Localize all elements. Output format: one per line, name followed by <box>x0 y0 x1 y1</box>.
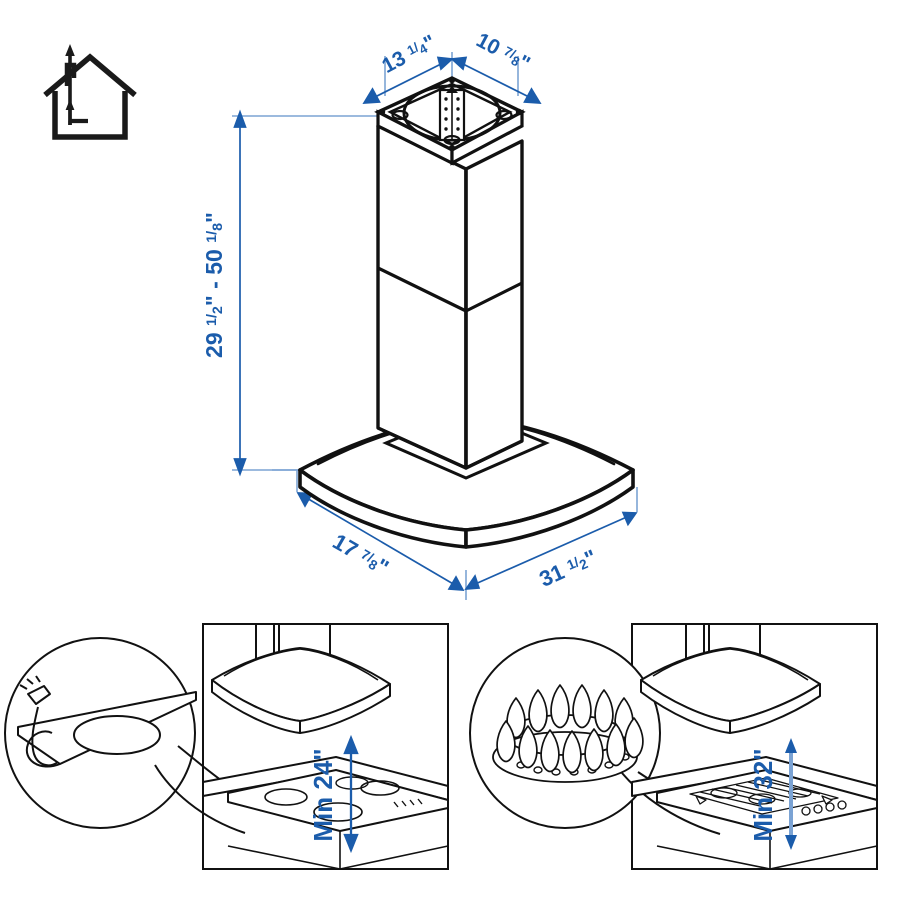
dimension-label-bottom-right: 31 1/2" <box>535 545 600 592</box>
clearance-arrow-electric <box>343 734 359 854</box>
house-with-chimney-duct-icon <box>43 44 137 140</box>
dimension-label-height-range: 29 1/2" - 50 1/8" <box>201 212 227 358</box>
hood-over-electric-cooktop <box>202 623 449 870</box>
dimension-label-top-right: 10 7/8" <box>472 29 533 76</box>
dimension-label-top-left: 13 1/4" <box>378 31 439 78</box>
bracket-strip <box>438 86 466 142</box>
gas-burner-flames-detail <box>492 684 644 783</box>
power-plug-icon <box>19 675 51 705</box>
inset-electric-cooktop: Min 24" <box>4 623 449 870</box>
dimension-label-bottom-left: 17 7/8" <box>329 529 393 581</box>
chimney-top-mounting-plate <box>374 76 526 166</box>
clearance-arrow-gas <box>785 738 797 850</box>
chimney-column <box>376 124 524 470</box>
electric-cooktop-detail <box>17 675 197 768</box>
hood-over-gas-cooktop <box>631 623 878 870</box>
clearance-label-electric: Min 24" <box>308 748 338 841</box>
inset-gas-cooktop: Min 32" <box>469 623 878 870</box>
dimension-lines <box>233 56 638 591</box>
clearance-label-gas: Min 32" <box>748 748 778 841</box>
